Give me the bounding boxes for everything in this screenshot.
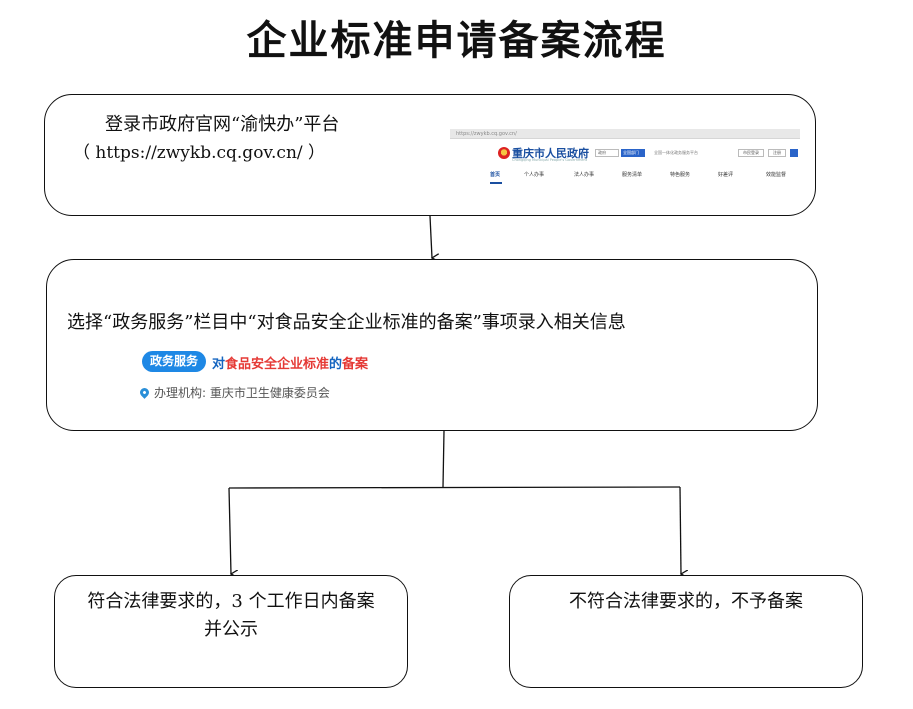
page-title: 企业标准申请备案流程	[246, 17, 667, 64]
service-title-part: 对	[212, 357, 226, 372]
service-title-part: 备案	[342, 357, 369, 372]
service-title-part: 的	[329, 357, 343, 372]
nav-item: 服务清单	[622, 172, 643, 178]
register-button: 注册	[768, 149, 786, 157]
menu-button	[790, 149, 798, 157]
site-notice: 全国一体化政务服务平台	[654, 150, 698, 155]
reject-text: 不符合法律要求的，不予备案	[569, 591, 803, 612]
login-button: 市民登录	[738, 149, 764, 157]
site-nav: 首页 个人办事 法人办事 服务清单 特色服务 好差评 效能监督	[490, 171, 800, 180]
site-name: 重庆市人民政府	[512, 147, 589, 160]
nav-item: 特色服务	[670, 172, 691, 178]
arrow-step1-to-step2	[429, 215, 432, 258]
arrow-to-approve	[228, 487, 231, 574]
connector-step2-down	[442, 430, 445, 488]
step1-url-text: （ https://zwykb.cq.gov.cn/ ）	[73, 143, 326, 163]
nav-item: 首页	[490, 172, 501, 178]
handling-agency: 办理机构: 重庆市卫生健康委员会	[154, 386, 330, 400]
approve-text-line2: 并公示	[204, 619, 258, 640]
approve-box: 符合法律要求的，3 个工作日内备案 并公示	[54, 575, 408, 688]
arrow-to-reject	[679, 486, 681, 574]
browser-url-bar: https://zwykb.cq.gov.cn/	[450, 129, 800, 139]
service-title-part: 食品安全企业标准	[225, 357, 330, 372]
approve-text-line1: 符合法律要求的，3 个工作日内备案	[87, 591, 375, 612]
step2-text: 选择“政务服务”栏目中“对食品安全企业标准的备案”事项录入相关信息	[67, 312, 626, 333]
nav-active-underline	[490, 182, 502, 184]
search-scope-select: 政府	[595, 149, 619, 157]
service-title: 对食品安全企业标准的备案	[212, 353, 368, 372]
connector-split	[228, 486, 681, 489]
site-subtitle: Chongqing Municipal People's Government	[512, 158, 588, 162]
nav-item: 效能监督	[766, 172, 787, 178]
service-category-badge: 政务服务	[142, 351, 207, 372]
nav-item: 好差评	[718, 172, 734, 178]
step1-box: 登录市政府官网“渝快办”平台 （ https://zwykb.cq.gov.cn…	[44, 94, 816, 216]
nav-item: 法人办事	[574, 172, 595, 178]
website-screenshot: https://zwykb.cq.gov.cn/ 重庆市人民政府 Chongqi…	[450, 129, 800, 189]
nav-item: 个人办事	[524, 172, 545, 178]
location-pin-icon	[138, 386, 151, 399]
step2-box: 选择“政务服务”栏目中“对食品安全企业标准的备案”事项录入相关信息 政务服务 对…	[46, 259, 818, 431]
reject-box: 不符合法律要求的，不予备案	[509, 575, 863, 688]
dept-select: 全国部门	[621, 149, 645, 157]
national-emblem-icon	[498, 147, 510, 159]
step1-text: 登录市政府官网“渝快办”平台	[105, 114, 340, 135]
